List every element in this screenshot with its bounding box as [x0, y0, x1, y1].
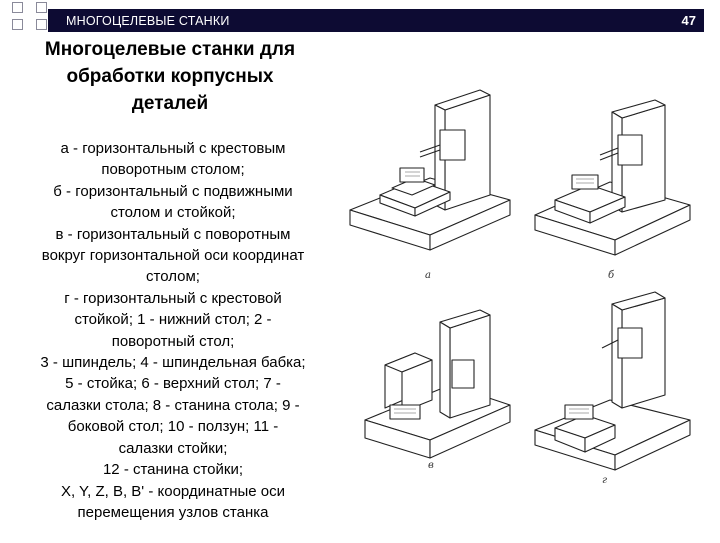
figure-sublabel-a: а [425, 270, 431, 281]
desc-line: X, Y, Z, B, B' - координатные оси [60, 482, 286, 500]
desc-line: столом и стойкой; [110, 204, 236, 222]
desc-line: перемещения узлов станка [77, 503, 269, 521]
square-icon [12, 19, 23, 30]
slide-title: Многоцелевые станки для обработки корпус… [14, 36, 326, 117]
desc-line: стойкой; 1 - нижний стол; 2 - [74, 311, 272, 329]
title-line: Многоцелевые станки для [44, 39, 296, 60]
machine-a-drawing [349, 89, 511, 251]
square-icon [36, 2, 47, 13]
machine-b-drawing [534, 99, 691, 256]
title-line: деталей [131, 93, 209, 114]
title-line: обработки корпусных [66, 66, 274, 87]
header-bar [48, 9, 704, 32]
machine-tools-drawing [349, 89, 691, 471]
decorative-squares [0, 0, 60, 32]
page-number: 47 [681, 13, 696, 28]
desc-line: поворотный стол; [111, 332, 235, 350]
desc-line: 5 - стойка; 6 - верхний стол; 7 - [65, 375, 281, 393]
desc-line: а - горизонтальный с крестовым [60, 140, 286, 157]
machine-g-drawing [534, 291, 691, 471]
square-icon [12, 2, 23, 13]
desc-line: б - горизонтальный с подвижными [53, 182, 293, 200]
figure-sublabel-v: в [428, 460, 434, 471]
desc-line: поворотным столом; [101, 161, 245, 179]
desc-line: 12 - станина стойки; [102, 461, 244, 479]
desc-line: салазки стойки; [118, 439, 228, 457]
description-text: а - горизонтальный с крестовым поворотны… [4, 138, 342, 523]
desc-line: г - горизонтальный с крестовой [64, 289, 282, 307]
square-icon [36, 19, 47, 30]
desc-line: боковой стол; 10 - ползун; 11 - [67, 418, 279, 436]
desc-line: столом; [146, 268, 200, 286]
section-title: МНОГОЦЕЛЕВЫЕ СТАНКИ [66, 14, 230, 28]
figure-sublabel-b: б [608, 270, 615, 281]
desc-line: в - горизонтальный с поворотным [55, 225, 291, 243]
desc-line: вокруг горизонтальной оси координат [41, 247, 305, 265]
machine-v-drawing [364, 309, 511, 459]
desc-line: салазки стола; 8 - станина стола; 9 - [46, 396, 300, 414]
figure-sublabel-g: г [602, 475, 608, 486]
machine-tools-figure: а б в г [340, 60, 718, 538]
desc-line: 3 - шпиндель; 4 - шпиндельная бабка; [40, 354, 306, 372]
